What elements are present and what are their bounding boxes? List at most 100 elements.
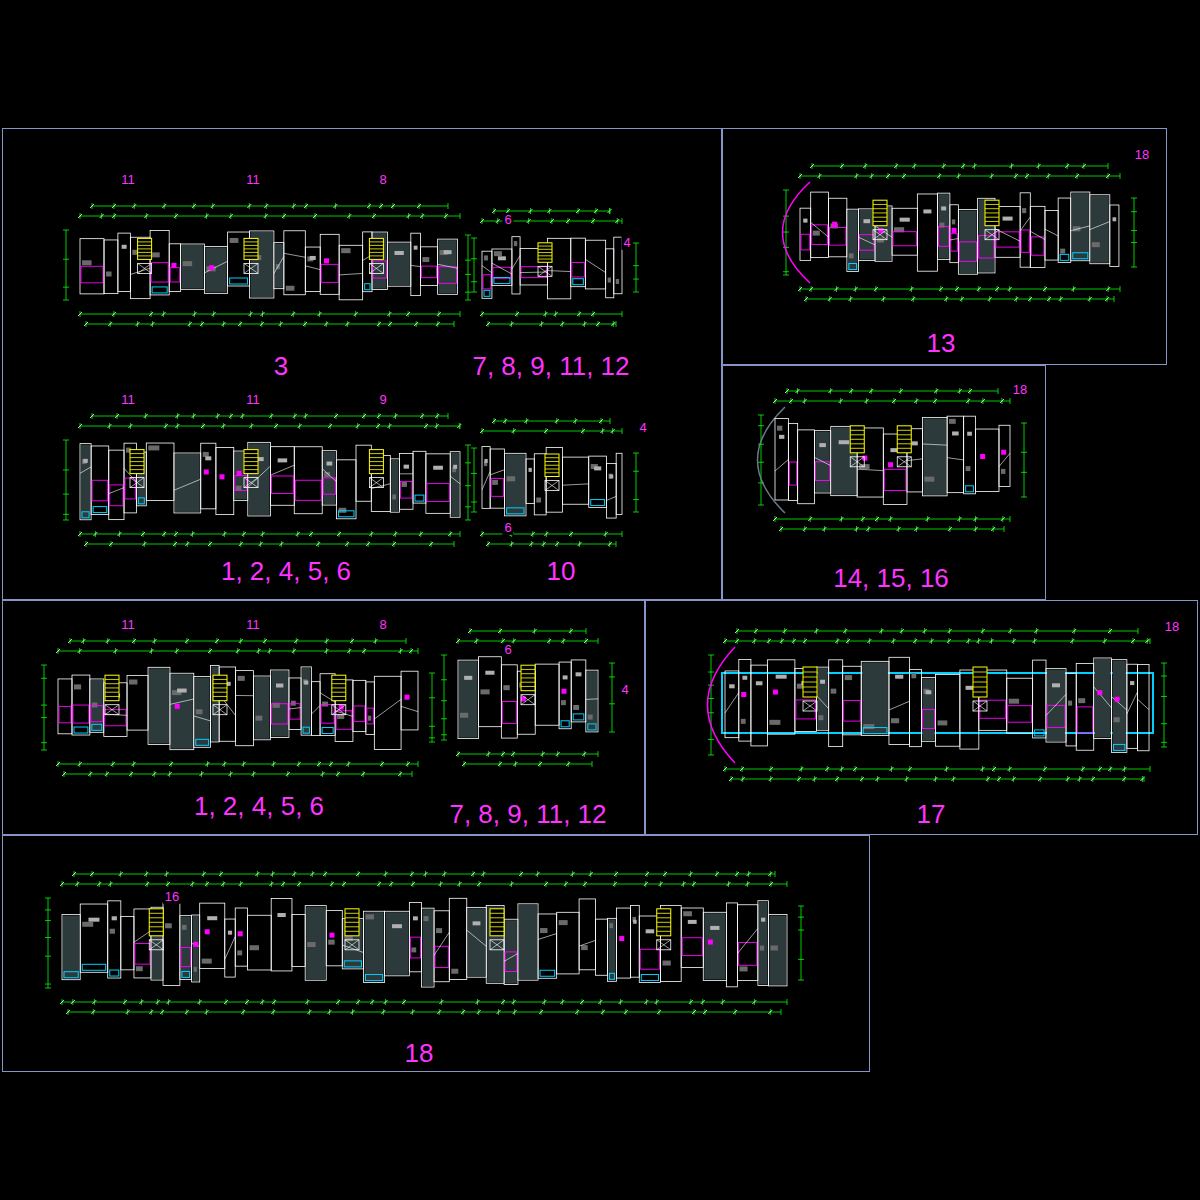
plan-element — [451, 453, 459, 517]
plan-element — [304, 681, 308, 685]
plan-element — [374, 676, 401, 749]
plan-line — [316, 542, 320, 546]
plan-line — [369, 252, 383, 253]
plan-element — [1052, 683, 1060, 687]
plan-line — [538, 266, 552, 276]
plan-line — [866, 527, 870, 531]
plan-line — [429, 742, 435, 743]
plan-element — [90, 679, 104, 732]
plan-element — [573, 714, 584, 720]
plan-line — [271, 465, 295, 475]
plan-line — [538, 259, 552, 260]
plan-line — [853, 767, 857, 771]
plan-line — [41, 705, 47, 706]
plan-line — [555, 419, 559, 423]
plan-line — [271, 1010, 275, 1014]
plan-line — [117, 532, 121, 536]
plan-line — [464, 764, 592, 765]
plan-element — [62, 915, 80, 980]
plan-element — [586, 670, 598, 732]
plan-line — [933, 777, 937, 781]
plan-line — [1106, 287, 1110, 291]
plan-line — [477, 1010, 481, 1014]
plan-element — [534, 454, 546, 515]
plan-line — [850, 457, 864, 467]
plan-element — [722, 673, 1153, 733]
plan-line — [304, 204, 308, 208]
plan-line — [297, 882, 301, 886]
plan-element — [82, 922, 93, 927]
plan-element — [959, 210, 976, 273]
plan-element — [980, 700, 1006, 718]
plan-line — [682, 882, 686, 886]
plan-element — [339, 511, 354, 517]
plan-line — [486, 752, 490, 756]
plan-line — [873, 221, 887, 222]
plan-line — [1059, 297, 1063, 301]
plan-element — [88, 918, 99, 922]
plan-line — [873, 230, 887, 240]
plan-line — [735, 872, 739, 876]
plan-line — [973, 701, 987, 711]
plan-line — [740, 767, 744, 771]
plan-line — [251, 772, 255, 776]
plan-element — [388, 243, 409, 285]
plan-line — [591, 312, 595, 316]
plan-line — [798, 980, 804, 981]
plan-element — [272, 476, 294, 494]
plan-element — [1001, 450, 1006, 455]
plan-line — [633, 512, 639, 513]
plan-line — [1065, 164, 1069, 168]
plan-line — [63, 494, 69, 495]
plan-element — [276, 683, 283, 687]
plan-line — [689, 1000, 693, 1004]
plan-line — [1037, 164, 1041, 168]
plan-line — [439, 1000, 443, 1004]
plan-element — [420, 247, 437, 286]
plan-line — [272, 1000, 276, 1004]
plan-line — [787, 881, 788, 887]
plan-line — [222, 762, 226, 766]
plan-element — [244, 238, 258, 259]
plan-line — [569, 532, 573, 536]
plan-line — [1131, 230, 1137, 231]
plan-line — [111, 762, 115, 766]
plan-line — [576, 209, 580, 213]
plan-element — [438, 239, 458, 294]
plan-element — [244, 450, 258, 474]
plan-line — [369, 255, 383, 256]
plan-line — [174, 214, 178, 218]
plan-line — [715, 872, 719, 876]
plan-line — [1045, 229, 1058, 236]
plan-line — [78, 214, 82, 218]
plan-line — [471, 502, 477, 503]
plan-line — [369, 469, 383, 470]
plan-line — [783, 190, 789, 191]
plan-element — [1078, 698, 1085, 703]
plan-line — [808, 517, 812, 521]
plan-element — [975, 429, 999, 491]
plan-line — [1043, 287, 1047, 291]
curved-wall — [758, 407, 786, 513]
plan-line — [292, 649, 296, 653]
plan-line — [130, 453, 144, 454]
plan-line — [411, 265, 421, 266]
plan-line — [725, 641, 1150, 642]
plan-element — [152, 252, 160, 257]
floor-plan — [465, 208, 639, 327]
plan-element — [1008, 706, 1032, 722]
plan-line — [1066, 777, 1070, 781]
plan-line — [723, 767, 727, 771]
plan-line — [973, 701, 987, 711]
plan-element — [938, 720, 948, 725]
plan-line — [242, 532, 246, 536]
plan-element — [64, 972, 78, 978]
plan-line — [828, 389, 832, 393]
plan-line — [604, 532, 608, 536]
plan-line — [616, 541, 617, 547]
plan-element — [985, 200, 999, 226]
plan-line — [323, 872, 327, 876]
plan-line — [465, 260, 471, 261]
plan-line — [1014, 297, 1018, 301]
plan-line — [138, 263, 152, 273]
